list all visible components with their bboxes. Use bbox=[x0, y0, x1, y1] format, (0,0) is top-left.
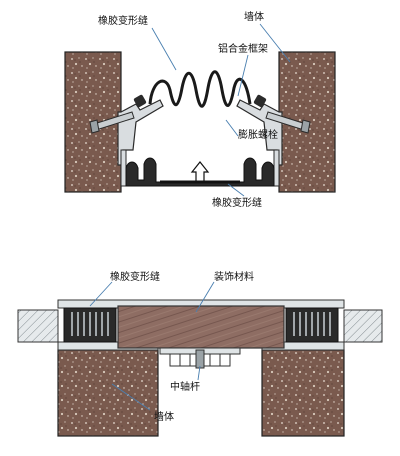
left-expansion-bolt bbox=[89, 111, 135, 134]
left-rubber-comb bbox=[63, 307, 117, 343]
center-arrow bbox=[190, 161, 210, 183]
label-center-rod: 中轴杆 bbox=[170, 380, 200, 393]
label-bottom-rubber-joint: 橡胶变形缝 bbox=[212, 196, 262, 209]
top-rubber-bellows bbox=[148, 70, 252, 108]
label-bottom-rubber-joint-b: 橡胶变形缝 bbox=[110, 270, 160, 283]
decor-material-board bbox=[117, 305, 285, 349]
right-wall-bottom bbox=[261, 349, 345, 437]
label-top-rubber-joint: 橡胶变形缝 bbox=[98, 14, 148, 27]
label-expansion-bolt: 膨胀螺栓 bbox=[238, 128, 278, 141]
right-rubber-comb bbox=[285, 307, 339, 343]
bottom-diagram: 橡胶变形缝 装饰材料 中轴杆 墙体 bbox=[17, 270, 383, 437]
left-wall-bottom bbox=[57, 349, 159, 437]
top-diagram: 橡胶变形缝 墙体 铝合金框架 膨胀螺栓 橡胶变形缝 bbox=[64, 10, 336, 209]
bottom-rubber-strip bbox=[125, 157, 275, 187]
label-aluminum-frame: 铝合金框架 bbox=[218, 42, 268, 55]
label-top-wall: 墙体 bbox=[244, 10, 264, 23]
right-expansion-bolt bbox=[265, 111, 311, 134]
left-floor-slab bbox=[17, 309, 59, 343]
label-decor-material: 装饰材料 bbox=[214, 270, 254, 283]
right-floor-slab bbox=[343, 309, 383, 343]
center-rod-assembly bbox=[159, 347, 241, 369]
label-bottom-wall: 墙体 bbox=[154, 410, 174, 423]
